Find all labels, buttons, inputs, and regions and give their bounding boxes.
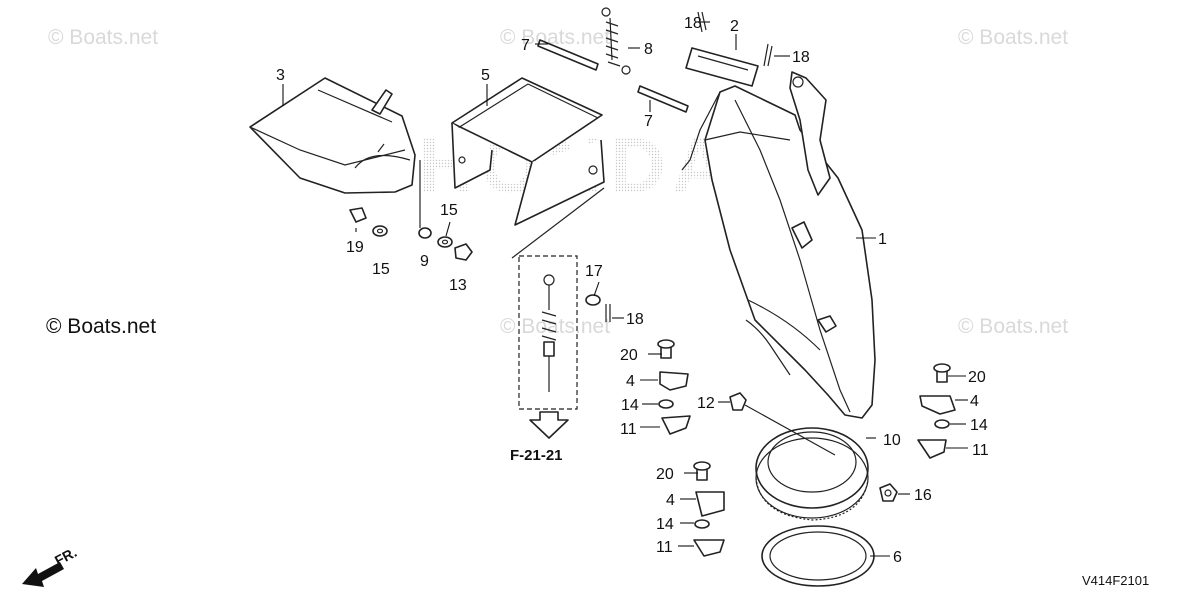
watermark: © Boats.net xyxy=(500,26,610,49)
nut-part-13 xyxy=(454,243,473,261)
holder-group-left-lower xyxy=(693,461,725,557)
washer-part-15-left xyxy=(372,225,388,237)
deflector-bracket-part-5 xyxy=(451,77,605,226)
callout-11: 11 xyxy=(656,539,673,556)
callout-5: 5 xyxy=(481,67,490,84)
pin-part-9 xyxy=(418,227,432,239)
callout-7: 7 xyxy=(644,113,653,130)
callout-4: 4 xyxy=(626,373,635,390)
callout-18: 18 xyxy=(792,49,810,66)
holder-group-right xyxy=(917,363,956,459)
callout-14: 14 xyxy=(656,516,674,533)
leader-lines xyxy=(282,21,968,557)
callout-20: 20 xyxy=(656,466,674,483)
callout-8: 8 xyxy=(644,41,653,58)
watermark: © Boats.net xyxy=(46,315,156,338)
callout-1: 1 xyxy=(878,231,887,248)
callout-10: 10 xyxy=(883,432,901,449)
watermark: © Boats.net xyxy=(958,315,1068,338)
discharge-chute-part-1 xyxy=(681,71,876,419)
link-part-2 xyxy=(685,47,759,87)
clip-part-18-mid xyxy=(605,304,611,322)
bolt-part-19 xyxy=(349,207,367,223)
callout-15: 15 xyxy=(440,202,458,219)
watermark: © Boats.net xyxy=(48,26,158,49)
ring-gear-part-10 xyxy=(755,427,869,521)
callout-7: 7 xyxy=(521,37,530,54)
callout-17: 17 xyxy=(585,263,603,280)
callout-11: 11 xyxy=(620,421,637,438)
reference-label: F-21-21 xyxy=(510,447,563,464)
callout-labels: 1 2 3 4 4 4 5 6 7 7 8 9 10 11 11 11 12 1… xyxy=(276,15,989,566)
callout-6: 6 xyxy=(893,549,902,566)
callout-13: 13 xyxy=(449,277,467,294)
callout-14: 14 xyxy=(970,417,988,434)
callout-4: 4 xyxy=(666,492,675,509)
callout-16: 16 xyxy=(914,487,932,504)
callout-15: 15 xyxy=(372,261,390,278)
callout-12: 12 xyxy=(697,395,715,412)
callout-2: 2 xyxy=(730,18,739,35)
cable-assembly xyxy=(511,187,605,439)
callout-19: 19 xyxy=(346,239,364,256)
bolt-part-12 xyxy=(729,392,836,456)
callout-14: 14 xyxy=(621,397,639,414)
callout-11: 11 xyxy=(972,442,989,459)
pin-part-7-lower xyxy=(637,85,689,113)
front-direction-marker: FR. xyxy=(22,544,79,587)
retainer-ring-part-6 xyxy=(761,525,875,587)
washer-part-17 xyxy=(585,294,601,306)
deflector-plate-part-3 xyxy=(249,77,416,194)
watermark: © Boats.net xyxy=(958,26,1068,49)
callout-20: 20 xyxy=(968,369,986,386)
nut-part-16 xyxy=(879,483,898,502)
callout-4: 4 xyxy=(970,393,979,410)
watermark: © Boats.net xyxy=(500,315,610,338)
holder-group-left-upper xyxy=(657,339,691,435)
callout-9: 9 xyxy=(420,253,429,270)
clip-part-18-right xyxy=(763,43,773,67)
callout-18: 18 xyxy=(626,311,644,328)
callout-3: 3 xyxy=(276,67,285,84)
callout-18: 18 xyxy=(684,15,702,32)
spring-part-8 xyxy=(601,7,631,75)
callout-20: 20 xyxy=(620,347,638,364)
washer-part-15-right xyxy=(437,236,453,248)
diagram-code: V414F2101 xyxy=(1082,573,1149,588)
